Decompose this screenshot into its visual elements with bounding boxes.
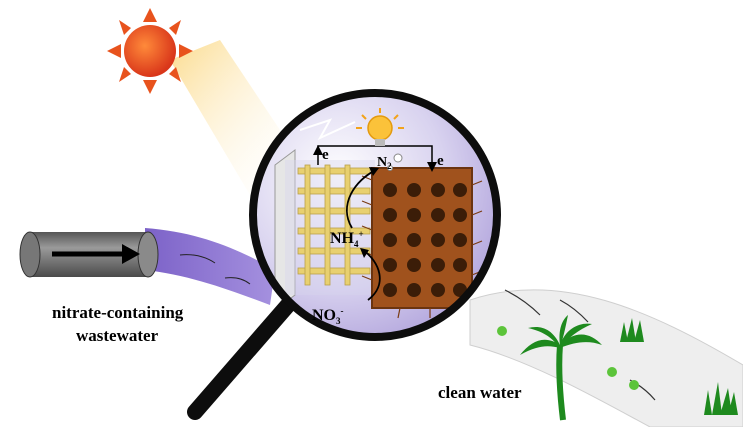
magnifying-glass-icon [249,89,501,341]
magnifying-glass-handle [187,297,296,420]
sun-icon [107,8,193,94]
electron-label-left: e [322,147,329,163]
wastewater-stream [145,228,275,305]
cathode-mesh [361,167,483,319]
reaction-arrow-n2 [346,169,377,229]
pipe-icon [19,231,159,278]
lightning-icon [299,118,356,141]
anode-mesh [297,164,371,286]
light-bulb-icon [356,108,404,146]
n2-label: N2 [377,155,392,171]
electron-label-right: e [437,153,444,169]
green-particles [497,326,639,390]
reaction-arrow-nh4 [362,249,381,301]
clean-water-stream [469,289,743,427]
grass-icon [620,318,738,415]
nh4-label: NH4+ [330,229,364,249]
inlet-label-line2: wastewater [76,326,159,345]
lens-ring [249,89,501,341]
no3-label: NO3- [312,306,344,326]
palm-tree-icon [520,315,602,421]
inlet-label-line1: nitrate-containing [52,303,184,322]
outlet-label: clean water [438,383,522,402]
